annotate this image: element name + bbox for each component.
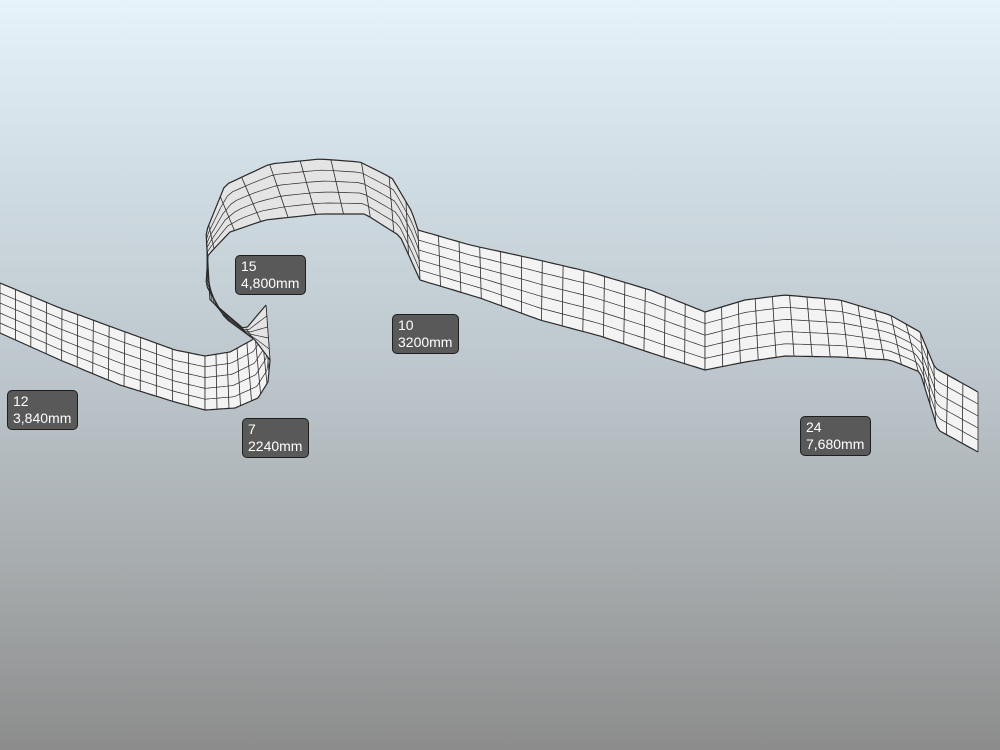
label-segment-7-length: 2240mm: [248, 438, 303, 454]
panel-joint-line: [417, 229, 421, 281]
panel-joint-line: [823, 298, 831, 357]
panel-joint-line: [920, 333, 926, 388]
panel-joint-line: [789, 295, 795, 357]
panel-joint-line: [541, 260, 543, 321]
label-segment-12: 12 3,840mm: [7, 390, 79, 430]
panel-joint-line: [330, 159, 344, 215]
panel-joint-line: [361, 162, 371, 218]
label-segment-10-count: 10: [398, 317, 414, 333]
label-segment-7-count: 7: [248, 421, 256, 437]
panel-joint-line: [841, 300, 849, 358]
panel-joint-line: [219, 196, 235, 231]
label-segment-24-count: 24: [806, 419, 822, 435]
panel-row-line: [0, 302, 206, 378]
panel-joint-line: [208, 225, 215, 249]
panel-joint-line: [388, 176, 395, 233]
panel-row-line: [0, 332, 206, 411]
panel-joint-line: [206, 255, 208, 275]
panel-joint-line: [623, 282, 626, 344]
panel-joint-line: [754, 298, 759, 361]
panel-joint-line: [772, 296, 777, 358]
panel-joint-line: [500, 251, 502, 306]
panel-joint-line: [684, 304, 686, 364]
wall-segment-24: [704, 294, 979, 453]
panel-joint-line: [76, 314, 79, 368]
wall-segment-15-back: [205, 158, 421, 361]
label-segment-15-length: 4,800mm: [241, 275, 300, 291]
panel-joint-line: [107, 325, 110, 381]
wall-segment-10: [417, 229, 706, 371]
label-segment-24-length: 7,680mm: [806, 436, 865, 452]
panel-joint-line: [933, 365, 936, 422]
panel-joint-line: [721, 306, 724, 367]
panel-joint-line: [265, 304, 271, 361]
label-segment-24: 24 7,680mm: [800, 416, 872, 456]
panel-joint-line: [123, 331, 126, 387]
panel-joint-line: [254, 335, 261, 394]
panel-row-line: [0, 292, 206, 368]
wall-surface: [206, 159, 420, 360]
panel-joint-line: [561, 265, 564, 326]
label-segment-10: 10 3200mm: [392, 314, 460, 354]
wall-surface: [418, 230, 705, 370]
panel-joint-line: [890, 315, 902, 365]
panel-joint-line: [405, 201, 409, 255]
panel-row-line: [0, 312, 206, 389]
label-segment-12-length: 3,840mm: [13, 410, 72, 426]
panel-joint-line: [222, 310, 231, 323]
panel-joint-line: [246, 342, 252, 401]
panel-joint-line: [926, 349, 931, 405]
label-segment-10-length: 3200mm: [398, 334, 453, 350]
panel-joint-line: [663, 296, 666, 358]
panel-row-line: [0, 282, 206, 357]
label-segment-15: 15 4,800mm: [235, 255, 307, 295]
label-segment-7: 7 2240mm: [242, 418, 310, 458]
panel-joint-line: [438, 235, 441, 287]
panel-joint-line: [582, 270, 585, 332]
panel-joint-line: [299, 160, 317, 215]
panel-joint-line: [479, 247, 482, 299]
panel-joint-line: [236, 348, 241, 406]
label-segment-12-count: 12: [13, 393, 29, 409]
panel-joint-line: [806, 296, 813, 357]
panel-joint-line: [458, 241, 462, 293]
panel-joint-line: [245, 328, 254, 339]
panel-joint-line: [269, 164, 289, 218]
panel-joint-line: [215, 354, 218, 410]
panel-joint-line: [603, 276, 605, 338]
panel-row-line: [0, 322, 206, 400]
panel-joint-line: [961, 383, 964, 444]
panel-joint-line: [905, 324, 919, 372]
panel-joint-line: [139, 337, 142, 392]
panel-joint-line: [737, 301, 741, 363]
panel-joint-line: [208, 286, 215, 300]
panel-joint-line: [857, 305, 867, 359]
panel-joint-line: [874, 310, 885, 360]
wall-segment-12: [0, 282, 206, 411]
panel-joint-line: [643, 288, 646, 351]
panel-joint-line: [946, 375, 949, 435]
panel-joint-line: [241, 177, 262, 222]
panel-joint-line: [226, 352, 230, 409]
label-segment-15-count: 15: [241, 258, 257, 274]
panel-joint-line: [92, 320, 94, 374]
